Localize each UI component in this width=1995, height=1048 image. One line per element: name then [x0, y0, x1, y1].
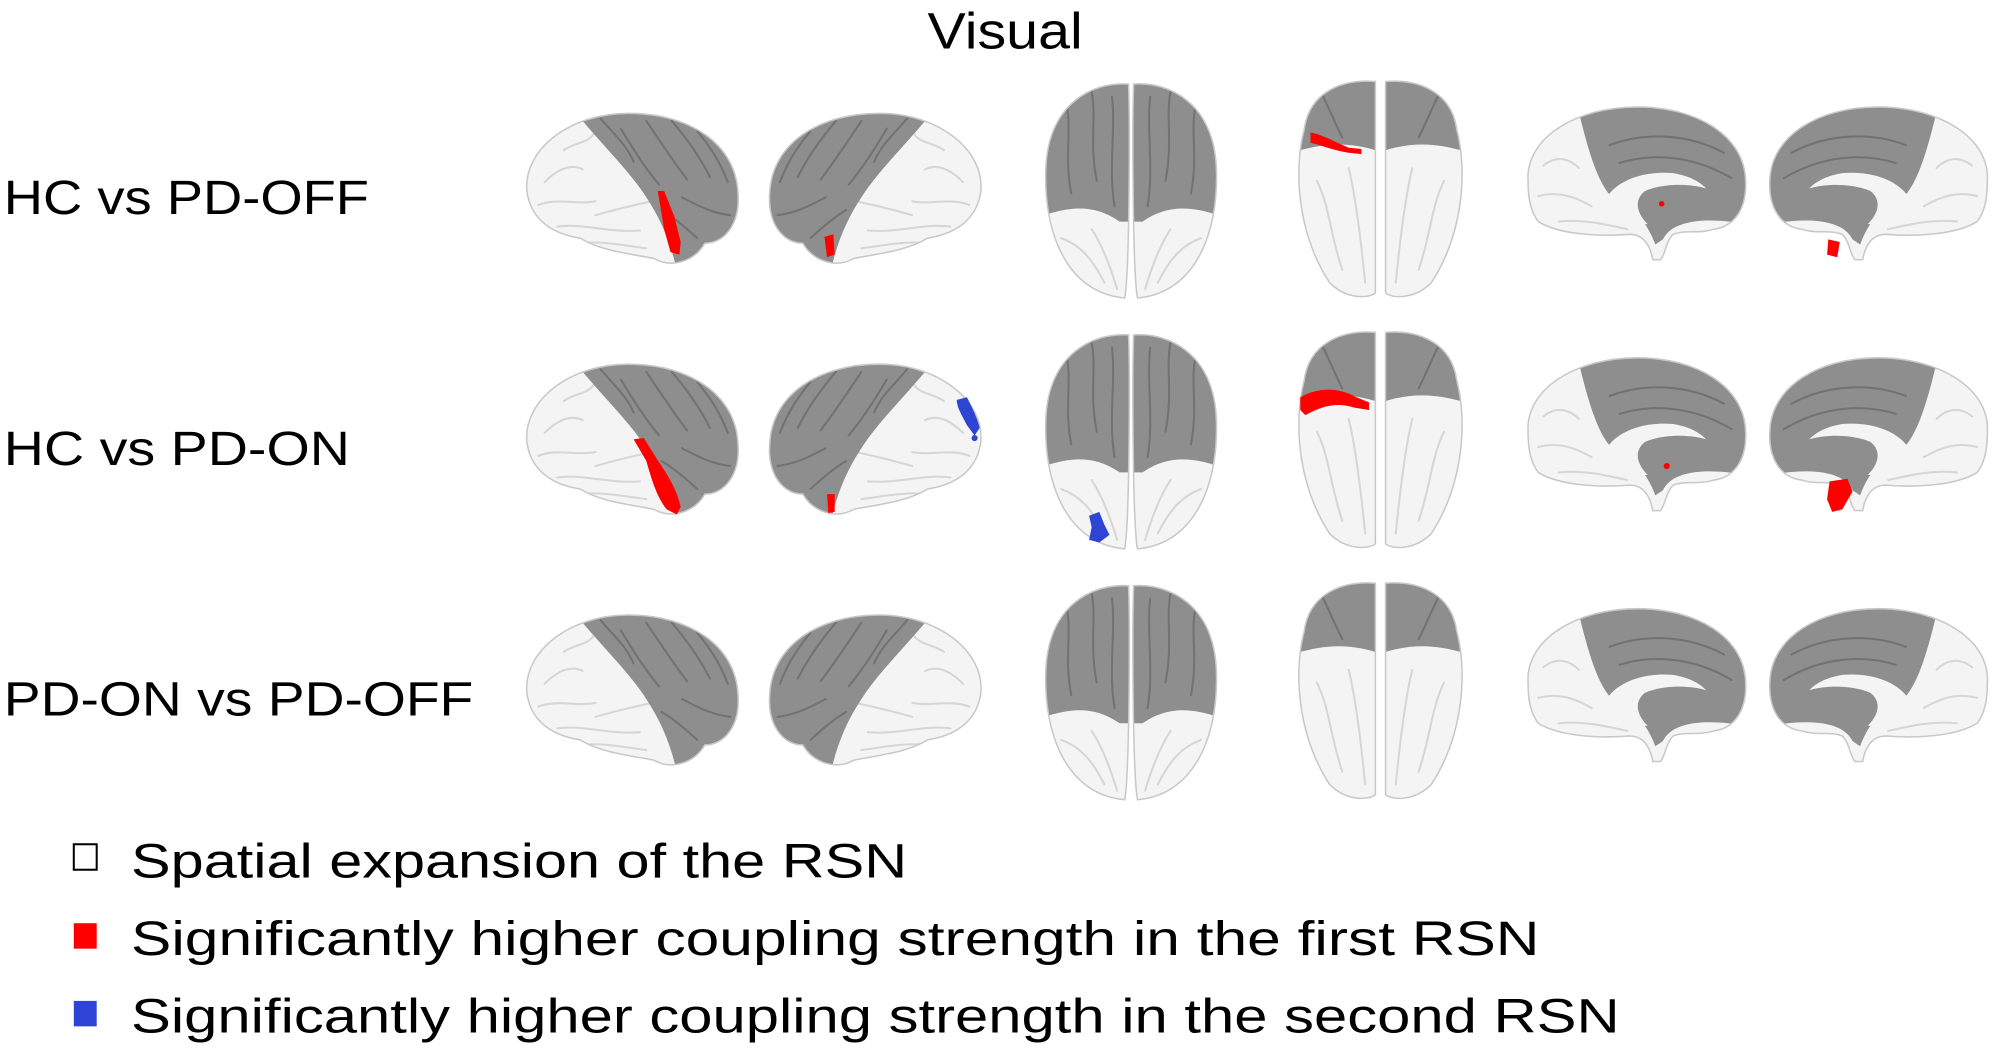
legend-swatch-second-rsn [73, 1000, 97, 1027]
row-pd-on-vs-pd-off: PD-ON vs PD-OFF [4, 581, 1995, 805]
dorsal-brain [1041, 79, 1222, 303]
dorsal-brain [1041, 330, 1222, 554]
first-rsn-cluster [827, 494, 835, 514]
lateral-right-brain [760, 357, 989, 523]
legend-swatch-rsn [72, 843, 98, 871]
lateral-right-brain [760, 607, 989, 773]
first-rsn-cluster [1827, 478, 1853, 512]
second-rsn-cluster [1089, 511, 1110, 543]
legend-swatch-first-rsn [73, 923, 97, 949]
legend-label-rsn: Spatial expansion of the RSN [131, 834, 907, 888]
row-hc-vs-pd-on: HC vs PD-ON [4, 330, 1995, 554]
lateral-left-brain [519, 106, 748, 272]
lateral-right-brain [760, 106, 989, 272]
second-rsn-cluster [956, 397, 980, 436]
medial-left-brain [1520, 604, 1749, 764]
medial-left-brain [1520, 102, 1749, 262]
lateral-left-brain [519, 607, 748, 773]
first-rsn-cluster [633, 438, 681, 515]
row-label: HC vs PD-ON [4, 422, 350, 476]
posterior-brain [1291, 581, 1469, 805]
first-rsn-cluster [1663, 463, 1670, 470]
row-hc-vs-pd-off: HC vs PD-OFF [4, 79, 1995, 303]
first-rsn-cluster [1658, 200, 1665, 207]
legend: Spatial expansion of the RSN Significant… [72, 834, 1620, 1044]
medial-left-brain [1520, 353, 1749, 513]
dorsal-brain [1041, 581, 1222, 805]
legend-label-first-rsn: Significantly higher coupling strength i… [131, 912, 1539, 966]
first-rsn-cluster [657, 191, 681, 255]
row-label: PD-ON vs PD-OFF [4, 673, 473, 727]
medial-right-brain [1766, 353, 1995, 513]
first-rsn-cluster [1310, 132, 1362, 155]
first-rsn-cluster [1827, 239, 1840, 258]
row-label: HC vs PD-OFF [4, 171, 369, 225]
medial-right-brain [1766, 102, 1995, 262]
first-rsn-cluster [824, 234, 835, 258]
posterior-brain [1291, 79, 1469, 303]
medial-right-brain [1766, 604, 1995, 764]
posterior-brain [1291, 330, 1469, 554]
legend-label-second-rsn: Significantly higher coupling strength i… [131, 990, 1620, 1044]
first-rsn-cluster [1300, 389, 1370, 416]
second-rsn-cluster [971, 434, 978, 442]
figure-title: Visual [928, 2, 1083, 59]
